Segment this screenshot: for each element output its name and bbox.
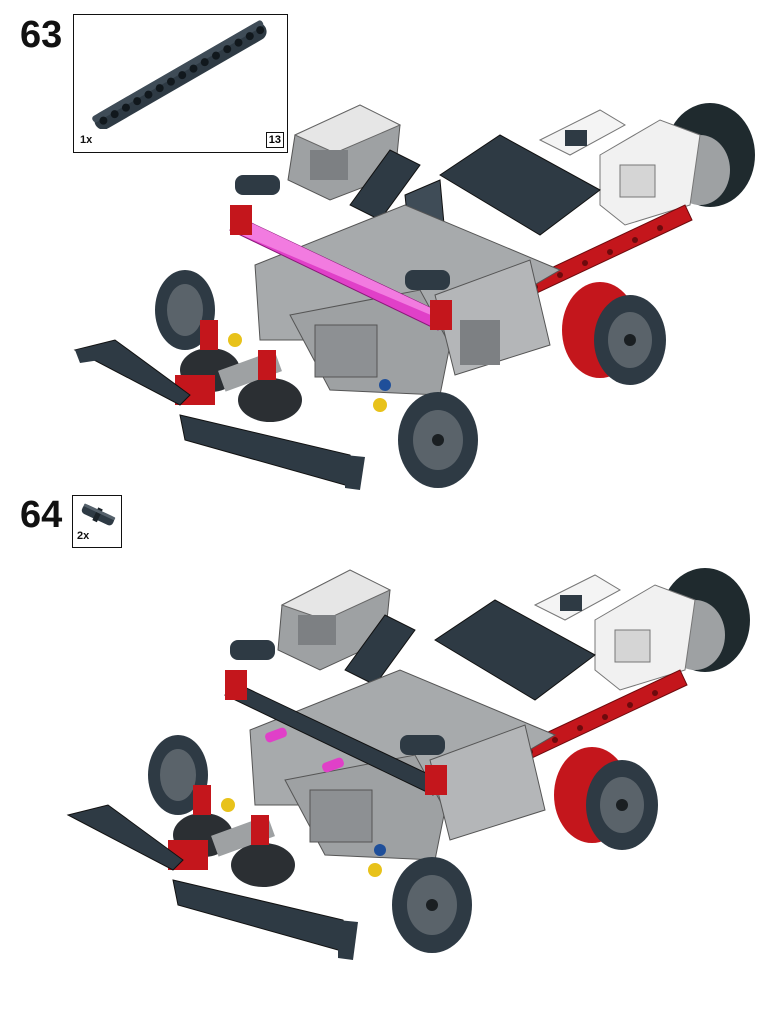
large-motor (538, 103, 755, 226)
beam-length-badge: 13 (265, 132, 284, 148)
beam-part-image (92, 20, 267, 129)
wheel-front-right (398, 392, 478, 488)
part-quantity: 2x (77, 530, 90, 542)
parts-callout: 2x (72, 495, 122, 548)
magenta-new-peg (322, 757, 344, 773)
step-number: 64 (20, 494, 63, 536)
claw-arms (73, 339, 365, 490)
gear-assembly (175, 320, 391, 422)
connector-peg-part-image (81, 503, 116, 526)
step-number: 63 (20, 14, 63, 56)
large-motor (533, 568, 750, 691)
top-frame (344, 599, 596, 701)
magenta-new-peg (265, 727, 287, 743)
wheel-rear-right (562, 282, 666, 385)
wheel-front-right (392, 857, 472, 953)
wheel-rear-right (554, 747, 658, 850)
assembly-model-step-64 (66, 568, 750, 960)
rear-motor (277, 569, 392, 671)
claw-arms (66, 804, 358, 960)
assembly-model-step-63 (73, 103, 755, 490)
part-quantity: 1x (80, 134, 93, 146)
parts-callout: 1x 13 (73, 14, 288, 153)
